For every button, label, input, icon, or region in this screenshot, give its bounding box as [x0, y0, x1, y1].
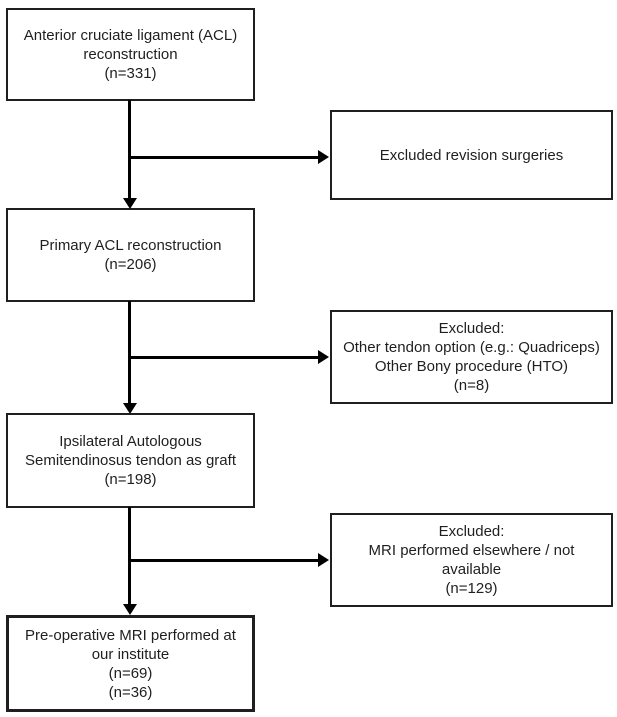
node-text-line: (n=129) — [445, 580, 498, 597]
node-text-line: Semitendinosus tendon as graft — [25, 452, 236, 469]
node-text-line: Primary ACL reconstruction — [39, 237, 222, 254]
node-text-line: Anterior cruciate ligament (ACL) — [23, 27, 238, 44]
flow-node-acl-reconstruction: Anterior cruciate ligament (ACL) reconst… — [6, 8, 255, 101]
node-text-line: available — [441, 561, 502, 578]
node-text-line: Pre-operative MRI performed at — [25, 626, 236, 644]
connector-horizontal-line-3 — [129, 559, 318, 562]
arrowhead-down-icon — [123, 604, 137, 615]
flow-node-excluded-other-tendon-bony: Excluded: Other tendon option (e.g.: Qua… — [330, 310, 613, 404]
node-text-line: Excluded: — [438, 523, 505, 540]
node-text-line: Other Bony procedure (HTO) — [374, 358, 569, 375]
node-text-line: (n=69) — [108, 664, 153, 682]
connector-vertical-line-3 — [128, 507, 131, 604]
flow-node-excluded-mri-elsewhere: Excluded: MRI performed elsewhere / not … — [330, 513, 613, 607]
node-text-line: Other tendon option (e.g.: Quadriceps) — [343, 339, 600, 356]
node-text-line: Excluded: — [438, 320, 505, 337]
flow-node-excluded-revision-surgeries: Excluded revision surgeries — [330, 110, 613, 200]
connector-horizontal-line-1 — [129, 156, 318, 159]
connector-horizontal-line-2 — [129, 356, 318, 359]
node-text-line: reconstruction — [83, 46, 178, 63]
flow-node-semitendinosus-graft: Ipsilateral Autologous Semitendinosus te… — [6, 413, 255, 508]
arrowhead-right-icon — [318, 150, 329, 164]
flow-node-primary-acl-reconstruction: Primary ACL reconstruction (n=206) — [6, 208, 255, 302]
flow-node-preoperative-mri: Pre-operative MRI performed at our insti… — [6, 615, 255, 712]
node-text-line: (n=198) — [104, 471, 157, 488]
arrowhead-down-icon — [123, 198, 137, 209]
arrowhead-right-icon — [318, 350, 329, 364]
connector-vertical-line-1 — [128, 100, 131, 198]
arrowhead-down-icon — [123, 403, 137, 414]
node-text-line: Excluded revision surgeries — [379, 146, 564, 164]
node-text-line: (n=8) — [453, 377, 490, 394]
node-text-line: (n=206) — [104, 256, 157, 273]
connector-vertical-line-2 — [128, 301, 131, 403]
node-text-line: Ipsilateral Autologous — [59, 433, 202, 450]
node-text-line: (n=36) — [108, 683, 153, 701]
node-text-line: (n=331) — [104, 65, 157, 82]
node-text-line: MRI performed elsewhere / not — [368, 542, 575, 559]
node-text-line: our institute — [91, 645, 170, 663]
arrowhead-right-icon — [318, 553, 329, 567]
